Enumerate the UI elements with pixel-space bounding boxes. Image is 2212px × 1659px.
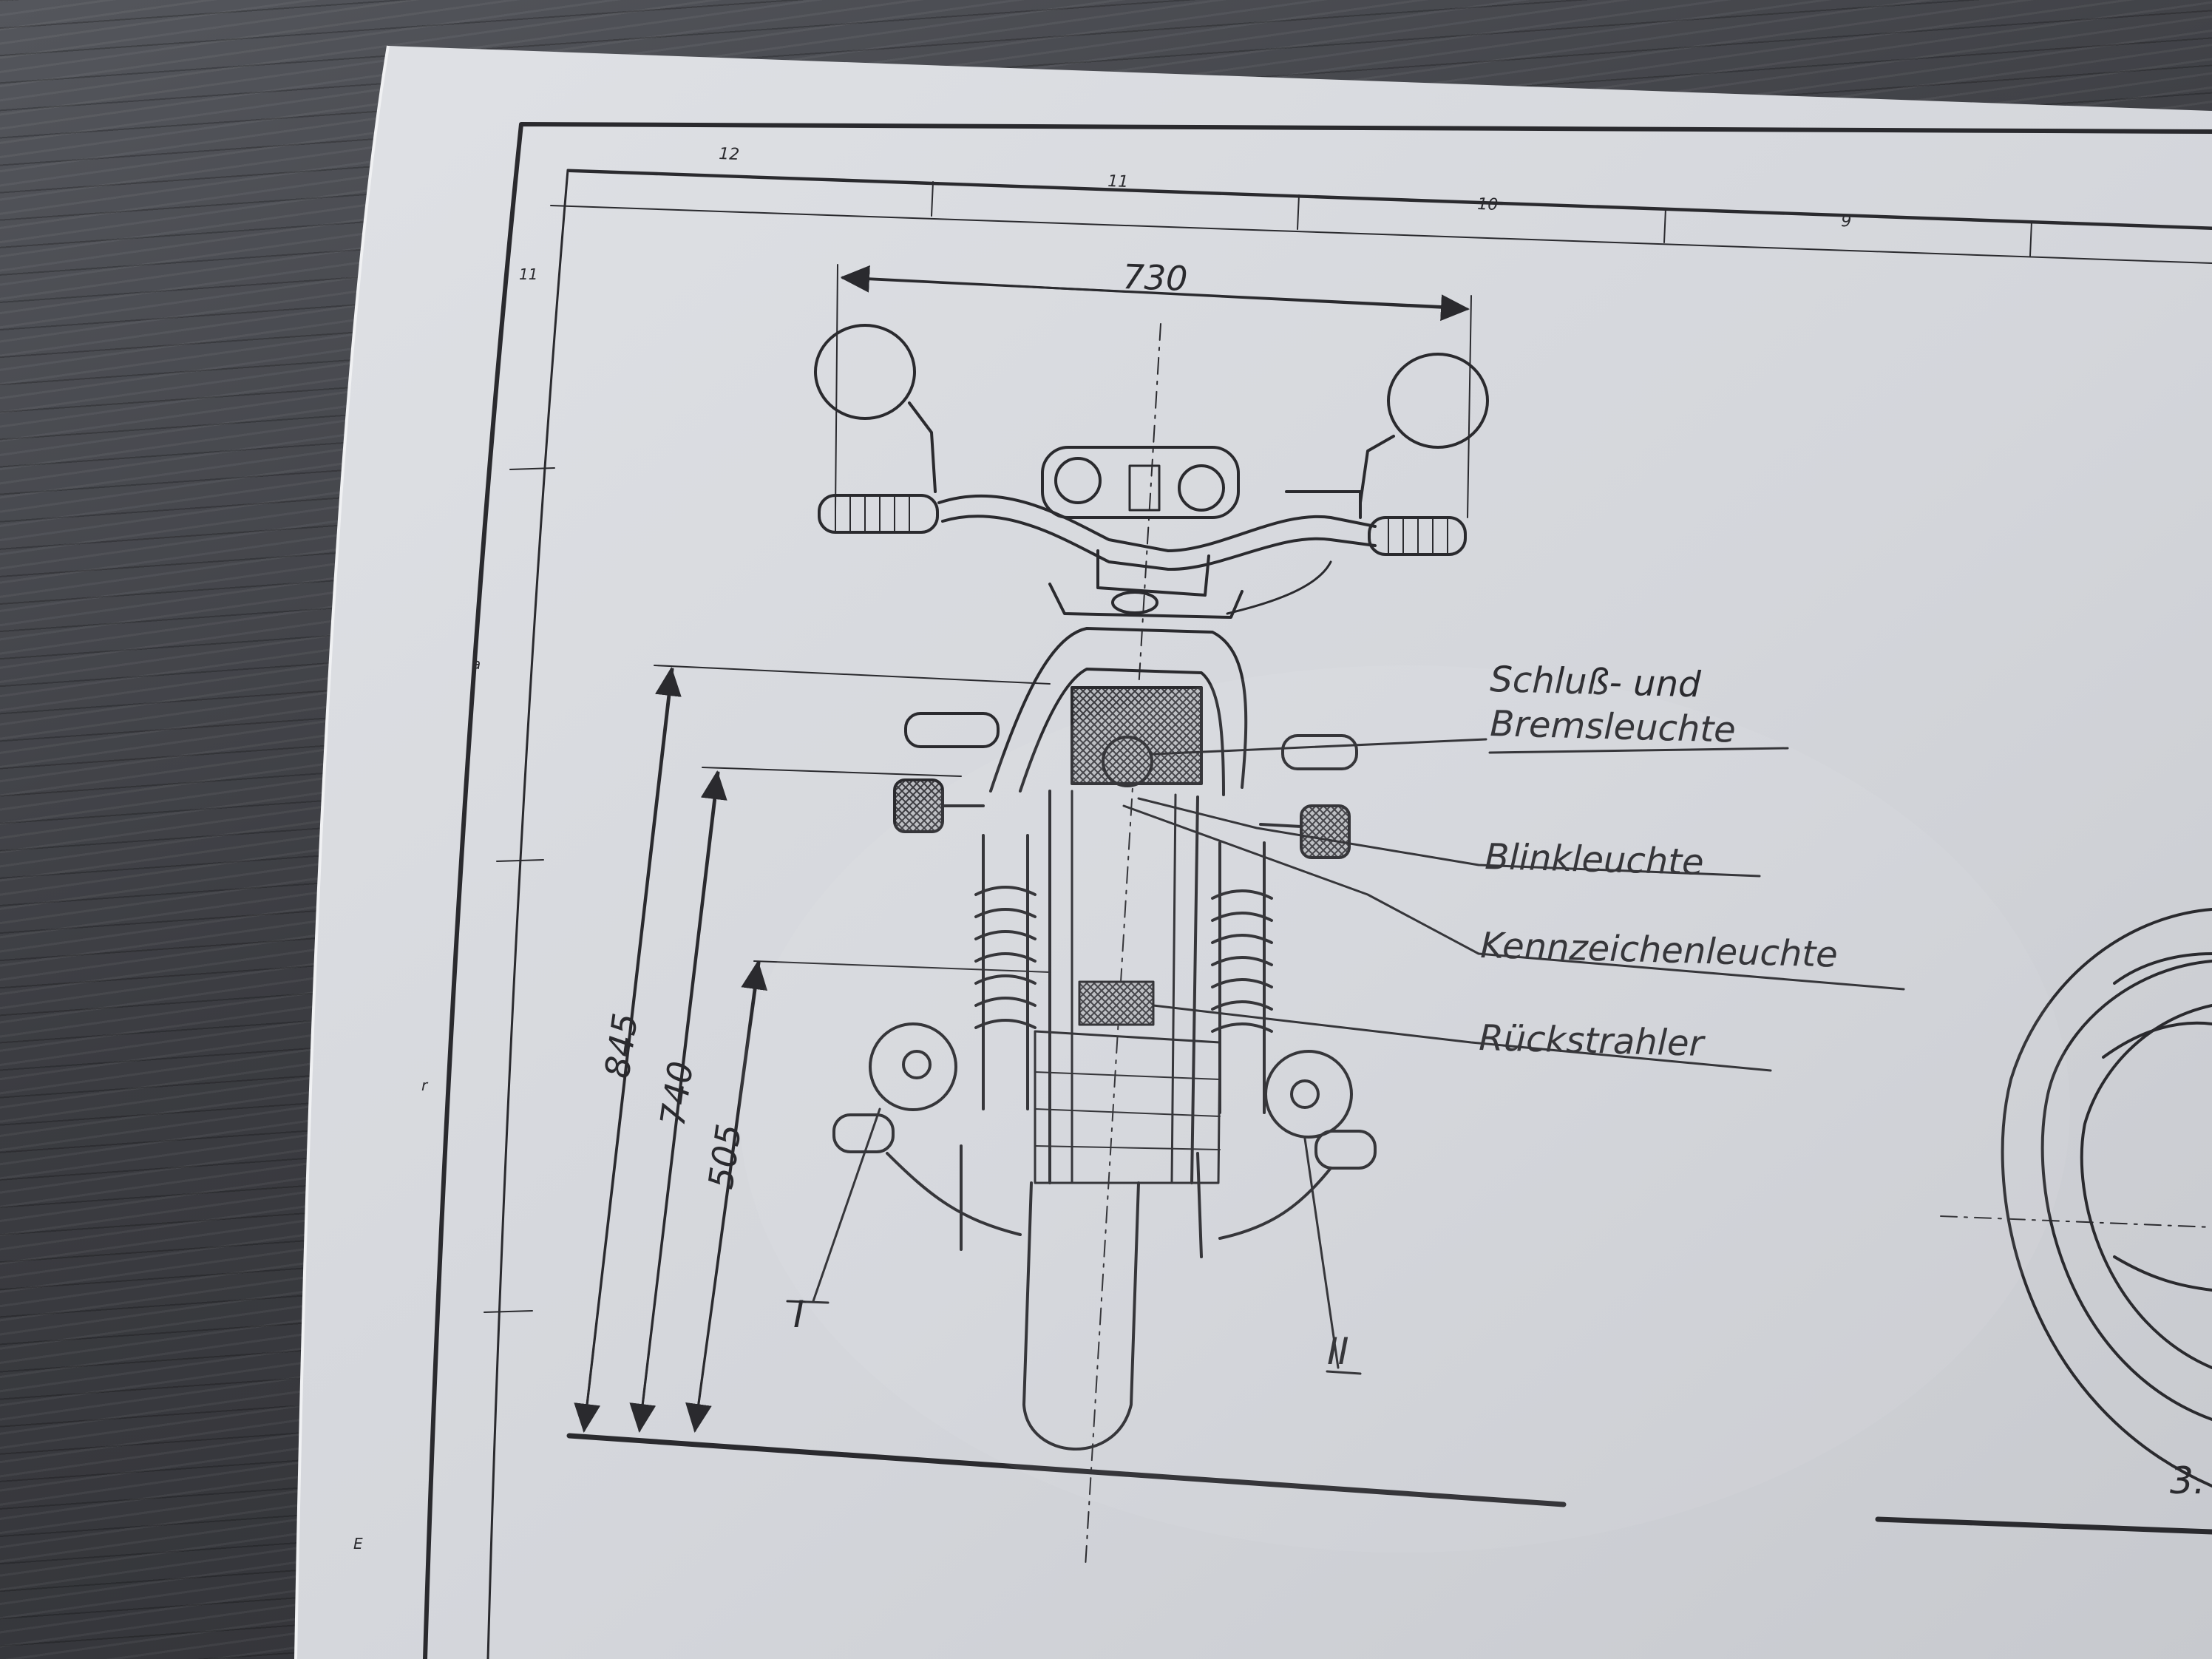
label-tail-brake-light-1: Schluß- und	[1490, 659, 1702, 705]
label-reflector: Rückstrahler	[1479, 1017, 1707, 1065]
dimension-values: 730 845 740 505	[597, 257, 1188, 1192]
side-mark-a: a	[472, 655, 481, 673]
zone-numbers: 12 11 10 9	[719, 145, 1852, 231]
label-turn-signal: Blinkleuchte	[1485, 836, 1705, 883]
side-mark-11: 11	[519, 265, 537, 283]
motorcycle-rear-view	[814, 324, 1489, 1451]
side-mark-e: E	[353, 1535, 363, 1553]
side-marks: 11 a r E	[353, 265, 537, 1553]
view-marker-2: II	[1327, 1330, 1349, 1373]
outer-frame	[423, 122, 2212, 1659]
label-tail-brake-light-2: Bremsleuchte	[1490, 703, 1737, 751]
dimension-height-3: 505	[700, 1122, 749, 1191]
inner-frame	[486, 169, 2212, 1659]
side-mark-r: r	[421, 1076, 429, 1094]
label-plate-light: Kennzeichenleuchte	[1480, 925, 1839, 976]
zone-number-12: 12	[719, 145, 740, 164]
component-labels: Schluß- und Bremsleuchte Blinkleuchte Ke…	[1479, 659, 1839, 1065]
dimension-height-1: 845	[597, 1011, 645, 1080]
dimension-width: 730	[1122, 257, 1189, 299]
zone-number-10: 10	[1477, 195, 1499, 214]
dimension-lines	[574, 264, 1472, 1433]
zone-number-9: 9	[1841, 212, 1852, 231]
view-markers: I II 3.	[793, 1293, 2205, 1502]
dimension-height-2: 740	[652, 1059, 701, 1128]
partial-wheel-side-view	[1940, 908, 2212, 1487]
zone-number-11: 11	[1107, 172, 1129, 191]
ground-line	[566, 1433, 1567, 1507]
view-marker-1: I	[793, 1293, 804, 1336]
leader-lines	[786, 738, 1905, 1375]
view-marker-partial: 3.	[2170, 1459, 2205, 1502]
